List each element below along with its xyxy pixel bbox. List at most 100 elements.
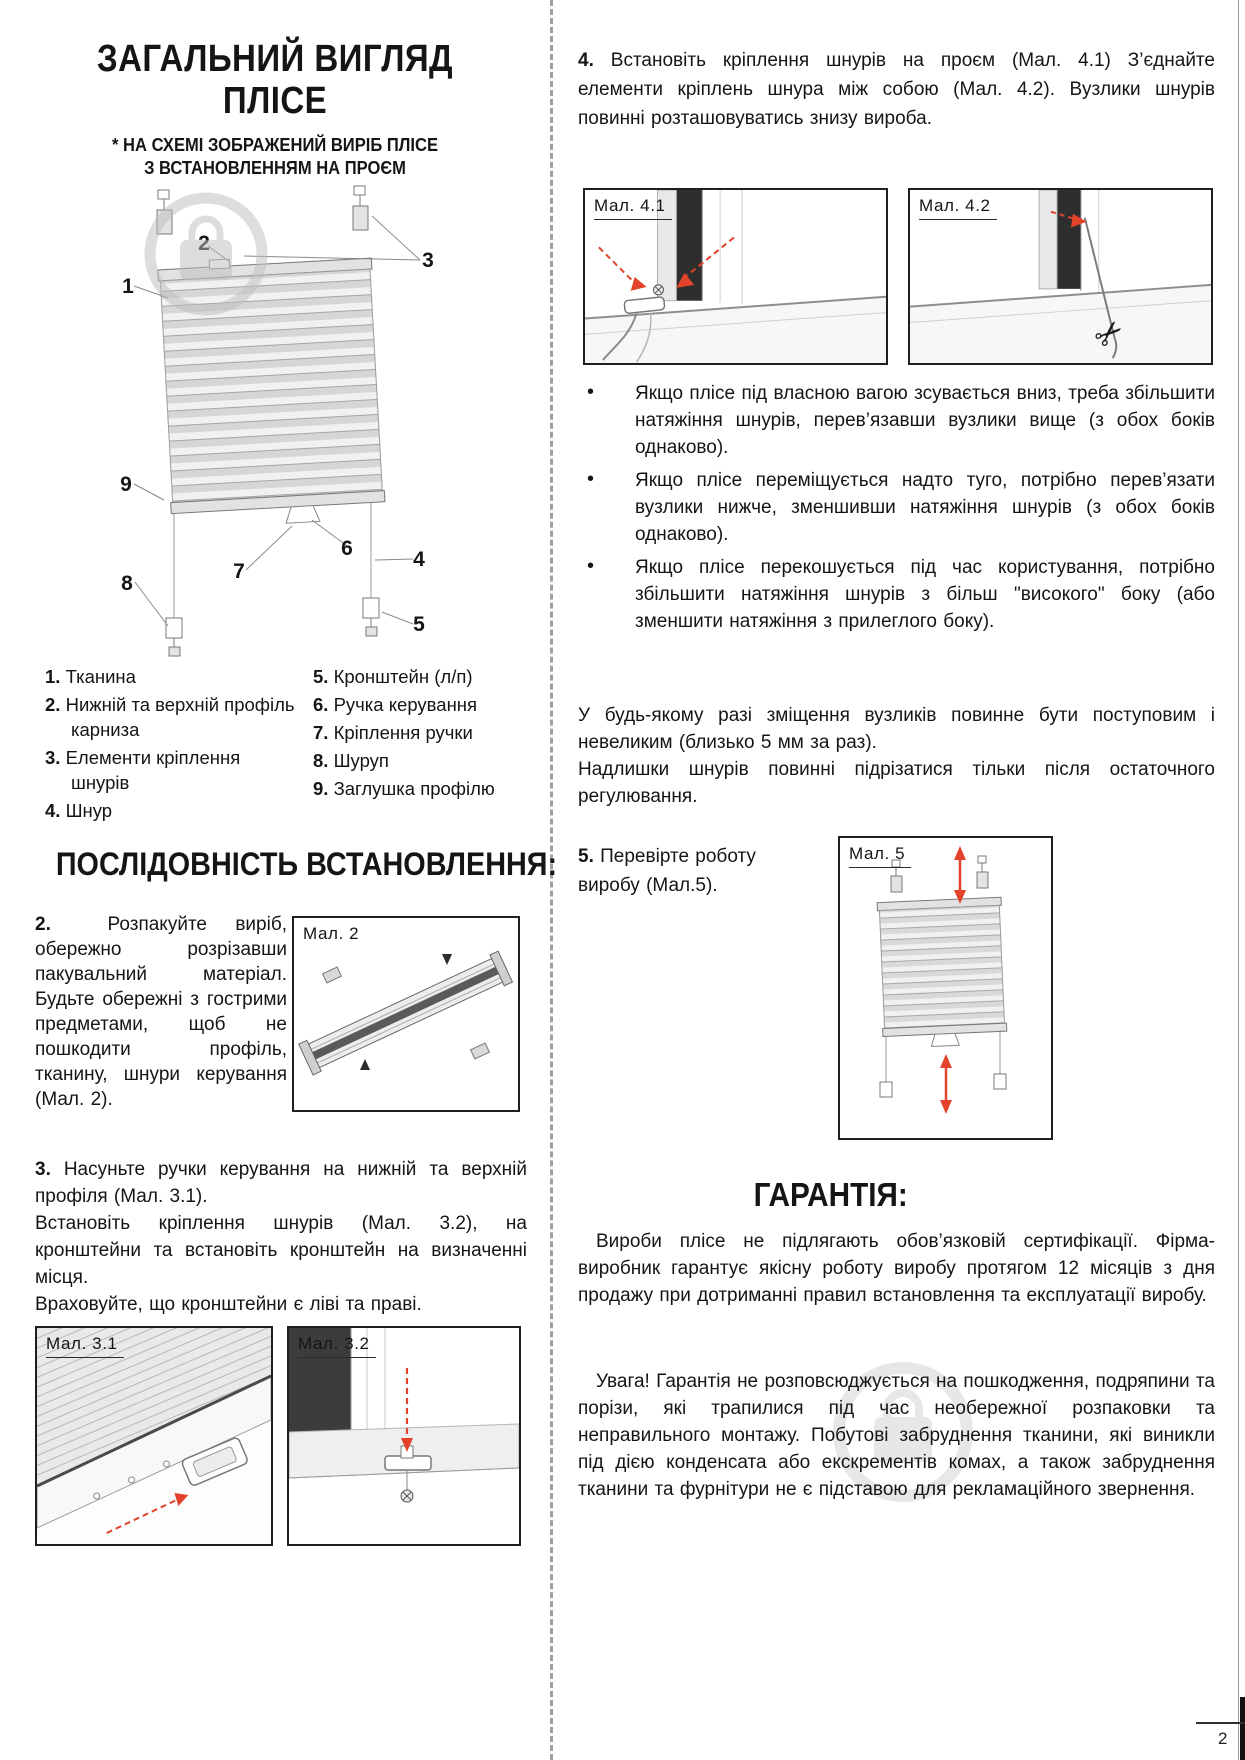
leader-lines	[133, 215, 421, 627]
legend-num: 5.	[313, 666, 329, 687]
figure-4-1: Мал. 4.1	[583, 188, 888, 365]
bullet-item: • Якщо плісе перекошується під час корис…	[578, 554, 1215, 635]
diagram-label-4: 4	[413, 548, 425, 571]
step-4-number: 4.	[578, 50, 594, 71]
figure-3-1: Мал. 3.1	[35, 1326, 273, 1546]
cord	[1083, 217, 1116, 339]
legend-text: Нижній та верхній профіль карниза	[65, 694, 295, 740]
legend-item: 2. Нижній та верхній профіль карниза	[45, 692, 303, 742]
step-5-paragraph: 5. Перевірте роботу виробу (Мал.5).	[578, 842, 810, 900]
cord-clip	[623, 296, 666, 314]
step-4-paragraph: 4. Встановіть кріплення шнурів на проєм …	[578, 46, 1215, 133]
adjustment-bullet-list: • Якщо плісе під власною вагою зсуваєтьс…	[578, 380, 1215, 641]
step-3-number: 3.	[35, 1159, 51, 1180]
step-2-text: Розпакуйте виріб, обережно розрізавши па…	[35, 914, 287, 1110]
cords	[173, 502, 372, 618]
shop-watermark-icon	[833, 1362, 973, 1502]
legend-item: 4. Шнур	[45, 798, 303, 823]
page-title-line2: ПЛІСЕ	[222, 80, 328, 122]
warranty-paragraph-2: Увага! Гарантія не розповсюджується на п…	[578, 1371, 1215, 1500]
sequence-title: ПОСЛІДОВНІСТЬ ВСТАНОВЛЕННЯ:	[28, 846, 557, 883]
legend-text: Кронштейн (л/п)	[333, 666, 473, 687]
step-5-number: 5.	[578, 846, 594, 867]
legend-text: Тканина	[65, 666, 136, 687]
legend-text: Ручка керування	[333, 694, 478, 715]
page-number: 2	[1218, 1729, 1228, 1748]
warranty-paragraph-1: Вироби плісе не підлягають обов’язковій …	[578, 1231, 1215, 1306]
step-2-number: 2.	[35, 914, 51, 935]
red-arrow	[598, 246, 638, 286]
legend-num: 2.	[45, 694, 61, 715]
step-3-paragraph: 3. Насуньте ручки керування на нижній та…	[35, 1156, 527, 1318]
warranty-title: ГАРАНТІЯ:	[578, 1176, 1083, 1214]
legend-text: Елементи кріплення шнурів	[65, 747, 241, 793]
legend-right: 5. Кронштейн (л/п) 6. Ручка керування 7.…	[313, 664, 541, 804]
figure-4-2: Мал. 4.2 ✂	[908, 188, 1213, 365]
handle-piece	[181, 1437, 248, 1486]
legend-item: 5. Кронштейн (л/п)	[313, 664, 541, 689]
diagram-label-3: 3	[422, 249, 434, 272]
legend-num: 7.	[313, 722, 329, 743]
legend-text: Кріплення ручки	[333, 722, 473, 743]
legend-item: 6. Ручка керування	[313, 692, 541, 717]
step-3-line1: 3. Насуньте ручки керування на нижній та…	[35, 1156, 527, 1210]
step-3-line3: Враховуйте, що кронштейни є ліві та прав…	[35, 1294, 422, 1315]
figure-5: Мал. 5	[838, 836, 1053, 1140]
page-title: ЗАГАЛЬНИЙ ВИГЛЯД ПЛІСЕ	[40, 38, 510, 122]
figure-3-1-drawing	[37, 1328, 271, 1544]
legend-item: 7. Кріплення ручки	[313, 720, 541, 745]
step-5-text: Перевірте роботу виробу (Мал.5).	[578, 846, 756, 896]
legend-num: 4.	[45, 800, 61, 821]
figure-2-drawing	[298, 950, 514, 1076]
legend-num: 9.	[313, 778, 329, 799]
page-subtitle: * НА СХЕМІ ЗОБРАЖЕНИЙ ВИРІБ ПЛІСЕ З ВСТА…	[40, 134, 510, 180]
page-subtitle-line1: * НА СХЕМІ ЗОБРАЖЕНИЙ ВИРІБ ПЛІСЕ	[112, 135, 438, 155]
figure-3-1-label: Мал. 3.1	[46, 1334, 124, 1358]
note-2: Надлишки шнурів повинні підрізатися тіль…	[578, 759, 1215, 807]
bullet-item: • Якщо плісе переміщується надто туго, п…	[578, 467, 1215, 548]
cord-brackets	[165, 597, 380, 657]
diagram-label-9: 9	[120, 473, 132, 496]
legend-item: 8. Шуруп	[313, 748, 541, 773]
red-check-arrows	[940, 846, 966, 1114]
sequence-title-text: ПОСЛІДОВНІСТЬ ВСТАНОВЛЕННЯ:	[55, 846, 558, 882]
adjustment-notes: У будь-якому разі зміщення вузликів пови…	[578, 702, 1215, 810]
figure-3-2-label: Мал. 3.2	[298, 1334, 376, 1358]
legend-text: Шуруп	[333, 750, 389, 771]
bullet-icon: •	[587, 381, 595, 403]
bullet-icon: •	[587, 468, 595, 490]
figure-3-2-drawing	[289, 1328, 519, 1544]
figure-4-2-drawing: ✂	[910, 190, 1211, 363]
legend-left: 1. Тканина 2. Нижній та верхній профіль …	[45, 664, 303, 826]
red-arrow	[106, 1499, 177, 1534]
figure-5-drawing	[876, 846, 1008, 1114]
note-1: У будь-якому разі зміщення вузликів пови…	[578, 705, 1215, 753]
column-divider	[550, 0, 553, 1760]
diagram-label-7: 7	[233, 560, 245, 583]
step-3-line2: Встановіть кріплення шнурів (Мал. 3.2), …	[35, 1213, 527, 1288]
step-4-text: Встановіть кріплення шнурів на проєм (Ма…	[578, 50, 1215, 129]
figure-2: Мал. 2	[292, 916, 520, 1112]
figure-4-1-drawing	[585, 190, 886, 363]
bullet-text: Якщо плісе переміщується надто туго, пот…	[635, 470, 1215, 545]
legend-num: 8.	[313, 750, 329, 771]
bullet-item: • Якщо плісе під власною вагою зсуваєтьс…	[578, 380, 1215, 461]
unpack-arrows	[360, 954, 452, 1070]
step-2-paragraph: 2. Розпакуйте виріб, обережно розрізавши…	[35, 912, 287, 1112]
shop-watermark-icon	[144, 192, 268, 316]
legend-num: 1.	[45, 666, 61, 687]
legend-num: 3.	[45, 747, 61, 768]
diagram-label-6: 6	[341, 537, 353, 560]
legend-item: 1. Тканина	[45, 664, 303, 689]
page-subtitle-line2: З ВСТАНОВЛЕННЯМ НА ПРОЄМ	[144, 158, 406, 178]
diagram-label-5: 5	[413, 613, 425, 636]
bullet-text: Якщо плісе під власною вагою зсувається …	[635, 383, 1215, 458]
page-title-line1: ЗАГАЛЬНИЙ ВИГЛЯД	[96, 38, 454, 80]
warranty-title-text: ГАРАНТІЯ:	[753, 1176, 908, 1213]
bullet-text: Якщо плісе перекошується під час користу…	[635, 557, 1215, 632]
footer-rule	[1196, 1722, 1245, 1724]
red-arrow	[679, 236, 735, 282]
page-edge-line	[1238, 0, 1239, 1760]
figure-4-1-label: Мал. 4.1	[594, 196, 672, 220]
